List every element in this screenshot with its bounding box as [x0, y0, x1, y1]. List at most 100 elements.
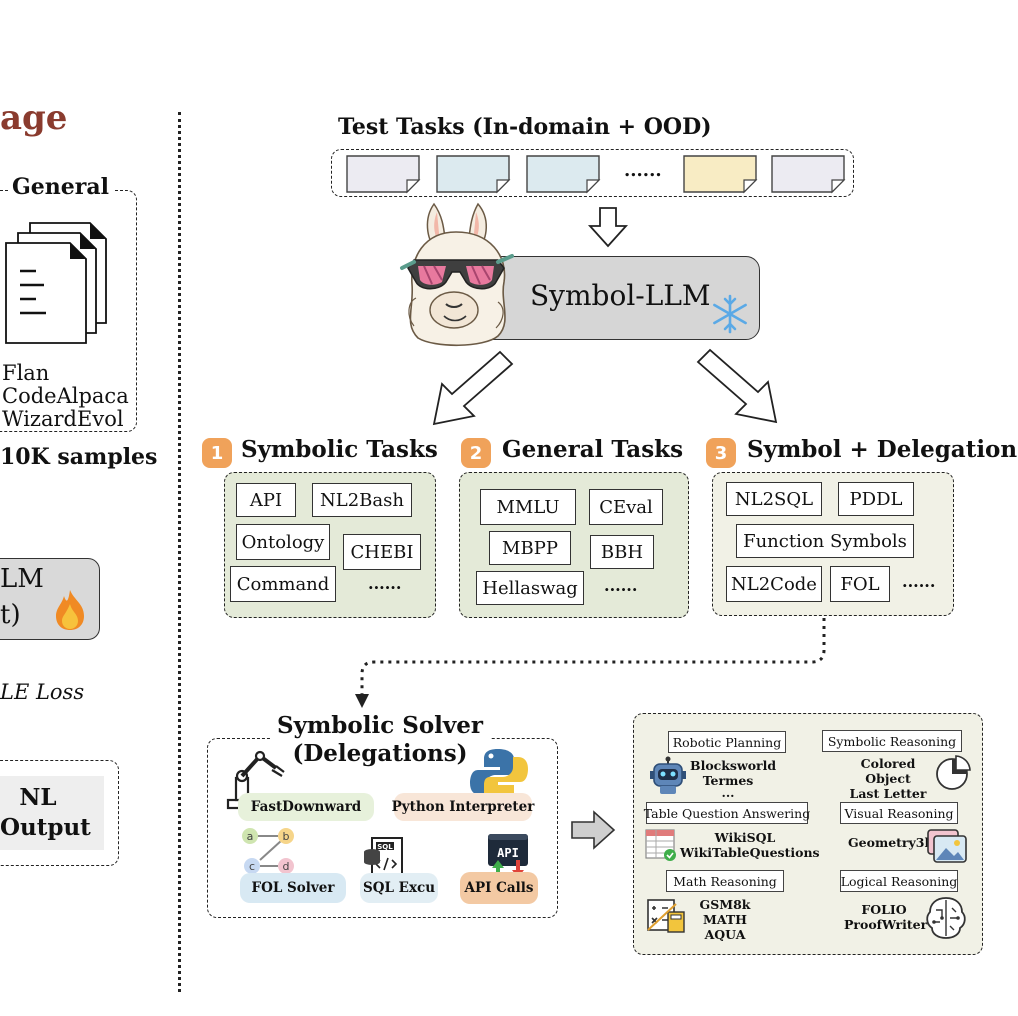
solver-title: Symbolic Solver (Delegations): [270, 712, 490, 768]
solver-title-line1: Symbolic Solver: [276, 712, 484, 739]
llama-mascot-icon: [400, 202, 514, 347]
output-box: [0, 760, 119, 866]
node-d: d: [283, 860, 290, 873]
test-tasks-title: Test Tasks (In-domain + OOD): [338, 114, 712, 140]
api-icon-text: API: [497, 846, 519, 860]
document-stack-icon: [5, 222, 107, 344]
robot-icon: [650, 756, 686, 794]
dataset-name: ProofWriter: [844, 917, 928, 932]
task-chip: MBPP: [489, 531, 571, 565]
model-name: Symbol-LLM: [530, 279, 711, 312]
api-window-icon: API: [488, 834, 528, 878]
group-1-title: Symbolic Tasks: [241, 436, 438, 463]
panel-separator: [178, 112, 181, 992]
dataset-name: Geometry3k: [848, 835, 934, 850]
category-datasets: Colored Object Last Letter: [840, 756, 936, 801]
table-icon: [645, 829, 676, 861]
solver-title-line2: (Delegations): [292, 740, 468, 767]
node-b: b: [283, 830, 290, 843]
task-chip: MMLU: [480, 489, 576, 525]
left-diagonal-arrow-icon: [432, 350, 514, 426]
test-tasks-box: [331, 149, 854, 197]
category-visual-reasoning: Visual Reasoning: [840, 802, 958, 824]
loss-suffix: Loss: [29, 680, 85, 704]
tool-fastdownward: FastDownward: [238, 793, 374, 821]
group-1-badge: 1: [202, 438, 232, 468]
task-chip: Ontology: [236, 524, 330, 560]
task-chip: CEval: [589, 489, 663, 525]
symbol-llm-box: [468, 256, 760, 340]
dataset-name: WikiSQL: [714, 830, 776, 845]
task-chip: FOL: [830, 566, 890, 602]
sql-icon-text: SQL: [377, 843, 393, 851]
calculator-icon: [647, 899, 685, 933]
node-graph-icon: a b c d: [242, 828, 294, 874]
llm-name: LM: [0, 564, 44, 594]
task-chip: PDDL: [838, 482, 914, 516]
image-gallery-icon: [927, 829, 967, 863]
tool-api-calls: API Calls: [460, 872, 538, 904]
category-math-reasoning: Math Reasoning: [666, 870, 784, 892]
task-chip: Function Symbols: [736, 524, 914, 558]
llm-note: t): [0, 600, 21, 630]
dataset-item: WizardEvol: [2, 407, 124, 431]
pie-chart-icon: [936, 755, 971, 790]
dataset-name: AQUA: [704, 927, 746, 942]
snowflake-icon: [713, 294, 747, 334]
tool-sql-excu: SQL Excu: [360, 873, 438, 903]
output-fill: [0, 776, 104, 850]
category-datasets: Blocksworld Termes ...: [690, 758, 777, 800]
node-c: c: [249, 860, 255, 873]
task-chip: Hellaswag: [476, 571, 584, 605]
samples-count: 10K samples: [0, 444, 158, 470]
category-logical-reasoning: Logical Reasoning: [840, 870, 958, 892]
card-fold: [406, 179, 421, 194]
fire-icon: [56, 590, 84, 630]
task-ellipsis: ......: [368, 574, 402, 593]
dataset-name: Blocksworld: [690, 758, 777, 773]
category-datasets: FOLIO ProofWriter: [844, 902, 928, 932]
dataset-name: Termes: [702, 773, 754, 788]
task-chip: CHEBI: [343, 534, 421, 570]
output-line2: Output: [0, 814, 91, 841]
category-table-qa: Table Question Answering: [644, 802, 810, 824]
output-line1: NL: [19, 784, 57, 811]
dataset-item: Flan: [2, 361, 50, 385]
group-2-badge: 2: [461, 438, 491, 468]
group-2-title: General Tasks: [502, 436, 684, 463]
task-chip: NL2SQL: [726, 482, 822, 516]
dataset-list: Flan CodeAlpaca WizardEvol: [2, 362, 129, 431]
category-datasets: GSM8k MATH AQUA: [690, 897, 760, 942]
group-3-badge: 3: [706, 438, 736, 468]
dataset-name: Colored Object: [860, 756, 916, 786]
task-chip: API: [236, 483, 296, 517]
card-fold: [586, 179, 601, 194]
card-fold: [831, 179, 846, 194]
tool-python-interpreter: Python Interpreter: [392, 793, 534, 821]
dataset-item: CodeAlpaca: [2, 384, 129, 408]
task-chip: Command: [230, 566, 336, 602]
sql-database-icon: SQL: [364, 837, 403, 877]
dataset-name: MATH: [703, 912, 747, 927]
category-symbolic-reasoning: Symbolic Reasoning: [822, 730, 962, 752]
brain-circuit-icon: [926, 897, 966, 939]
dataset-name: WikiTableQuestions: [680, 845, 820, 860]
results-box: [633, 713, 983, 955]
loss-label: LE Loss: [0, 680, 84, 704]
stage-title: age: [0, 98, 68, 138]
llm-train-box: [0, 558, 100, 640]
task-chip: NL2Bash: [312, 483, 412, 517]
group-3-title: Symbol + Delegation: [747, 436, 1018, 463]
loss-prefix: LE: [0, 680, 30, 704]
node-a: a: [247, 830, 254, 843]
category-robotic-planning: Robotic Planning: [668, 731, 786, 753]
task-ellipsis: ......: [902, 572, 936, 591]
dataset-name: GSM8k: [699, 897, 751, 912]
task-chip: NL2Code: [726, 566, 822, 602]
dataset-name: Last Letter: [849, 786, 927, 801]
task-chip: BBH: [590, 535, 654, 569]
category-datasets: WikiSQL WikiTableQuestions: [680, 830, 820, 860]
dataset-name: ...: [721, 785, 735, 800]
